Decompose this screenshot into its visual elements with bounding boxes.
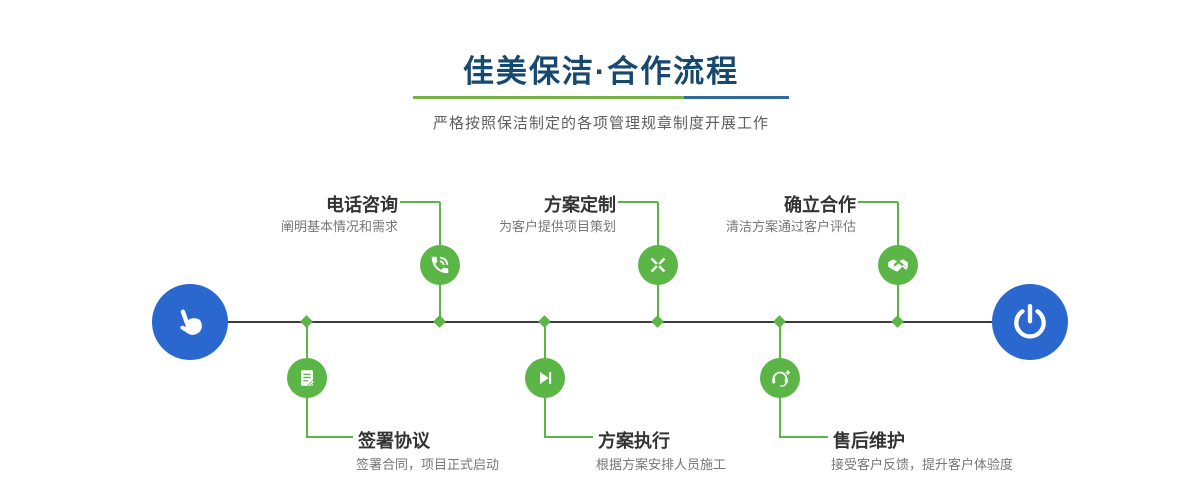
step-node-aftersales <box>760 358 800 398</box>
step-desc-cooperation: 清洁方案通过客户评估 <box>725 219 856 234</box>
step-label-aftersales: 售后维护 <box>833 431 905 451</box>
hand-pointer-icon <box>166 298 215 347</box>
connector-line <box>858 201 898 203</box>
headset-icon <box>769 367 791 389</box>
end-node <box>992 284 1068 360</box>
step-label-cooperation: 确立合作 <box>784 195 856 215</box>
connector-line <box>618 201 658 203</box>
step-node-phone <box>420 245 460 285</box>
step-label-plan: 方案定制 <box>544 195 616 215</box>
step-label-phone: 电话咨询 <box>326 195 398 215</box>
step-node-execute <box>525 358 565 398</box>
timeline-diamond <box>433 315 446 328</box>
timeline-line <box>190 321 1030 323</box>
step-node-plan <box>638 245 678 285</box>
connector-line <box>780 436 828 438</box>
divider-blue-segment <box>683 96 789 99</box>
step-desc-aftersales: 接受客户反馈，提升客户体验度 <box>831 457 1014 472</box>
step-node-contract <box>287 358 327 398</box>
page-subtitle: 严格按照保洁制定的各项管理规章制度开展工作 <box>432 115 769 132</box>
pen-tools-icon <box>647 254 669 276</box>
start-node <box>152 284 228 360</box>
step-desc-execute: 根据方案安排人员施工 <box>596 457 727 472</box>
step-label-contract: 签署协议 <box>358 431 430 451</box>
connector-line <box>545 436 593 438</box>
step-desc-phone: 阐明基本情况和需求 <box>280 219 398 234</box>
timeline-diamond <box>300 315 313 328</box>
connector-line <box>307 436 353 438</box>
timeline-diamond <box>891 315 904 328</box>
timeline-diamond <box>773 315 786 328</box>
connector-line <box>400 201 440 203</box>
timeline-diamond <box>651 315 664 328</box>
step-desc-plan: 为客户提供项目策划 <box>498 219 616 234</box>
title-divider <box>413 96 789 99</box>
power-icon <box>1010 302 1050 342</box>
step-desc-contract: 签署合同，项目正式启动 <box>356 457 500 472</box>
phone-icon <box>429 254 451 276</box>
step-label-execute: 方案执行 <box>598 431 670 451</box>
play-icon <box>534 367 556 389</box>
step-node-cooperation <box>878 245 918 285</box>
contract-icon <box>296 367 318 389</box>
timeline-diamond <box>538 315 551 328</box>
divider-green-segment <box>413 96 684 99</box>
page-title: 佳美保洁·合作流程 <box>462 54 740 89</box>
handshake-icon <box>886 253 910 277</box>
